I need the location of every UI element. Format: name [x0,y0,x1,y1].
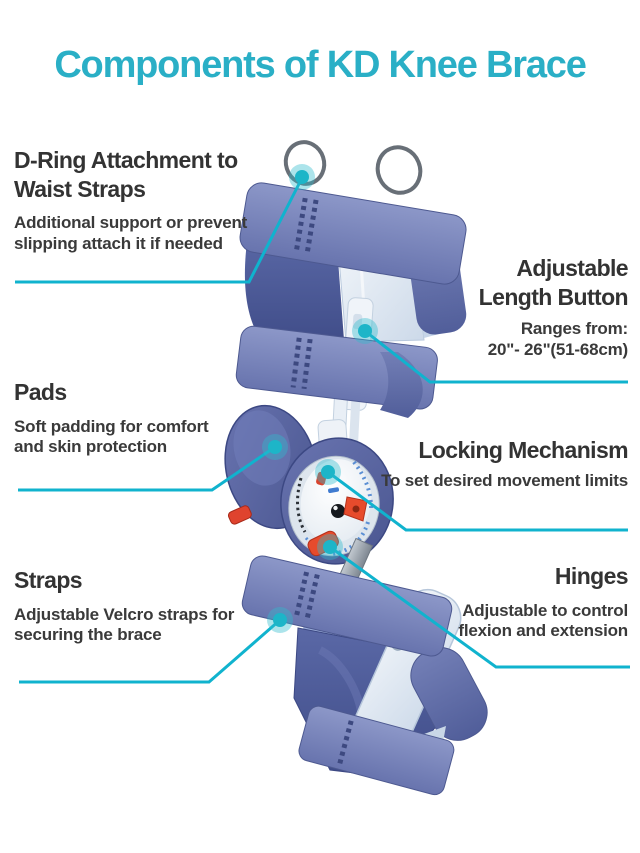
d-ring-heading: D-Ring Attachment to Waist Straps [14,147,238,202]
pads-heading: Pads [14,379,67,405]
callout-label-d-ring: D-Ring Attachment to Waist Straps Additi… [14,146,264,255]
hinge-pivot-glint [333,505,338,511]
callout-label-hinges: Hinges Adjustable to control flexion and… [388,562,628,642]
d-ring-right-icon [375,145,423,195]
pad-red-tab [227,505,252,525]
straps-heading: Straps [14,567,83,593]
calf-strap-upper [241,555,453,657]
callout-label-pads: Pads Soft padding for comfort and skin p… [14,378,264,458]
lock-tab-hole [352,505,360,513]
calf-strap-lower [298,705,455,796]
callout-dot-length [352,318,378,344]
knee-brace-photo [224,140,488,796]
callout-label-length-button: Adjustable Length Button Ranges from: 20… [388,254,629,361]
hinge-range-marks [296,477,307,533]
length-button-heading: Adjustable Length Button [478,255,629,310]
callout-line-length [364,329,628,384]
page-title: Components of KD Knee Brace [54,44,587,86]
length-button-description: Ranges from: 20"- 26"(51-68cm) [487,319,628,359]
straps-description: Adjustable Velcro straps for securing th… [14,604,235,645]
callout-line-pads [18,445,276,492]
hinges-heading: Hinges [554,563,629,589]
hinge-blue-mark [328,487,340,494]
d-ring-left-icon [283,140,327,186]
callout-lines [15,177,630,684]
hinges-description: Adjustable to control flexion and extens… [458,600,628,641]
callout-label-straps: Straps Adjustable Velcro straps for secu… [14,566,274,646]
thigh-strap-top [239,182,467,285]
locking-mechanism-heading: Locking Mechanism [418,437,628,463]
callout-line-locking [327,470,628,532]
callout-line-hinges [329,545,630,669]
callout-dot-d-ring [289,164,315,190]
callout-line-d-ring [15,177,304,284]
pads-description: Soft padding for comfort and skin protec… [14,416,209,457]
hinge-pivot [331,504,345,518]
d-ring-description: Additional support or prevent slipping a… [14,213,248,253]
callout-line-straps [19,618,281,684]
callout-dot-straps [267,607,293,633]
callout-dot-pads [262,434,288,460]
locking-mechanism-description: To set desired movement limits [381,470,628,490]
callout-label-locking-mechanism: Locking Mechanism To set desired movemen… [348,436,628,491]
callout-dot-hinges [317,534,343,560]
callout-dot-locking [315,459,341,485]
callout-dots [262,164,378,633]
